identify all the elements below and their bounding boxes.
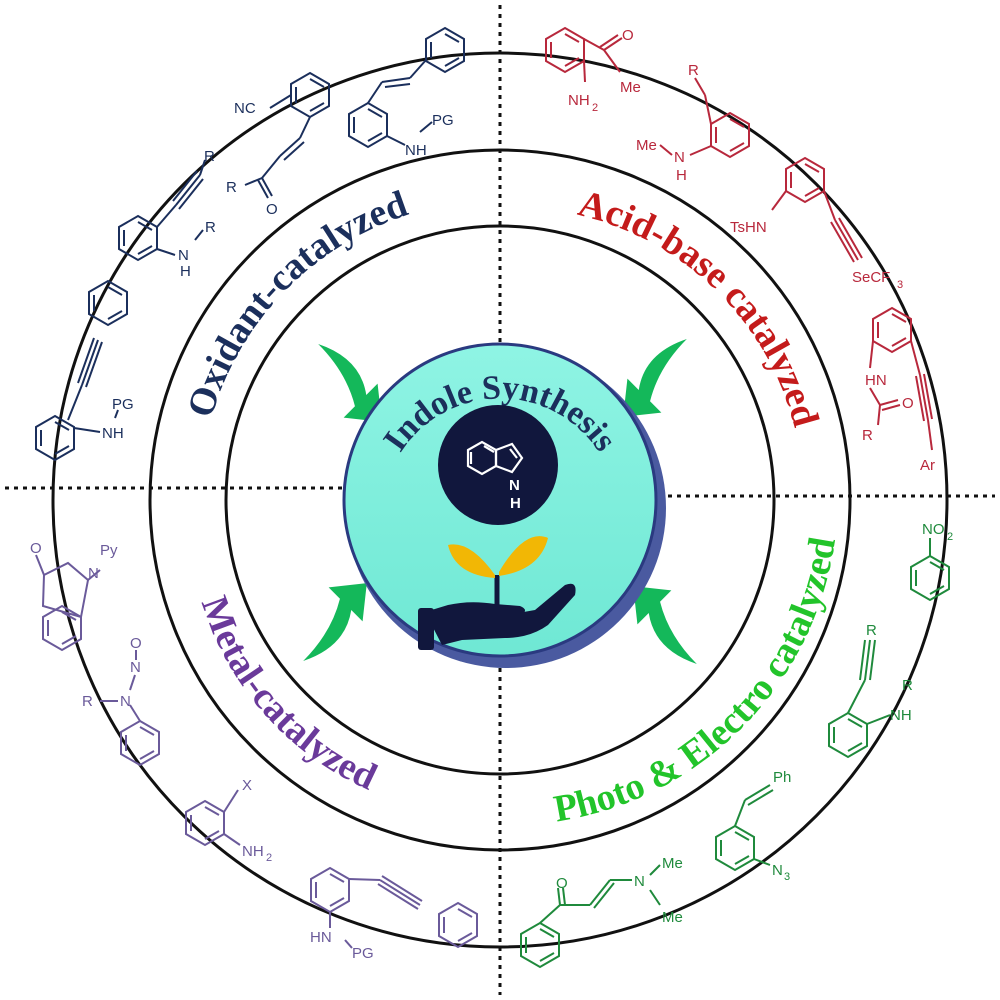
svg-text:N: N: [178, 247, 189, 264]
svg-text:O: O: [622, 27, 634, 44]
svg-text:X: X: [242, 777, 252, 794]
svg-text:2: 2: [947, 531, 953, 543]
svg-text:NO: NO: [922, 521, 945, 538]
photo-electro-structures: NO 2 R R NH Ph N 3: [520, 521, 953, 968]
metal-structures: O N Py O N R N X NH 2: [30, 540, 478, 962]
arrow-bottom-right: [633, 586, 697, 664]
molecule-metal-2: O N R N: [82, 635, 160, 766]
molecule-oxidant-2: PG NH: [348, 27, 465, 159]
svg-text:N: N: [772, 862, 783, 879]
svg-text:R: R: [204, 148, 215, 165]
indole-core-circle: [438, 405, 558, 525]
arrows: [303, 339, 697, 664]
arrow-top-left: [318, 344, 382, 422]
svg-text:NH: NH: [890, 707, 912, 724]
svg-text:PG: PG: [432, 112, 454, 129]
svg-text:NH: NH: [242, 843, 264, 860]
molecule-metal-3: X NH 2: [185, 777, 272, 864]
molecule-acid-3: TsHN SeCF 3: [730, 157, 903, 291]
svg-text:NH: NH: [568, 92, 590, 109]
svg-text:R: R: [82, 693, 93, 710]
svg-text:H: H: [676, 167, 687, 184]
svg-text:O: O: [130, 635, 142, 652]
svg-text:PG: PG: [112, 396, 134, 413]
svg-text:NH: NH: [405, 142, 427, 159]
molecule-photo-1: NO 2: [910, 521, 953, 601]
svg-text:TsHN: TsHN: [730, 219, 767, 236]
svg-text:Py: Py: [100, 542, 118, 559]
sprout-icon: [448, 536, 548, 605]
svg-text:Me: Me: [636, 137, 657, 154]
label-metal-catalyzed: Metal-catalyzed: [193, 591, 383, 799]
svg-text:Me: Me: [662, 855, 683, 872]
molecule-oxidant-1: NC R O: [226, 72, 330, 218]
arrow-top-right: [623, 339, 687, 417]
molecule-acid-4: HN O R Ar: [862, 307, 935, 474]
molecule-metal-1: O N Py: [30, 540, 118, 651]
indole-h-label: H: [510, 495, 521, 512]
svg-text:Ph: Ph: [773, 769, 791, 786]
svg-text:R: R: [902, 677, 913, 694]
molecule-photo-4: O N Me Me: [520, 855, 683, 968]
svg-text:Me: Me: [662, 909, 683, 926]
svg-text:O: O: [556, 875, 568, 892]
molecule-photo-3: Ph N 3: [715, 769, 791, 883]
svg-text:N: N: [674, 149, 685, 166]
hand-icon: [418, 583, 576, 650]
svg-text:2: 2: [592, 102, 598, 114]
svg-text:O: O: [30, 540, 42, 557]
indole-structure: [466, 440, 524, 476]
svg-text:H: H: [180, 263, 191, 280]
svg-text:N: N: [634, 873, 645, 890]
center-badge: Indole Synthesis N H: [342, 342, 666, 668]
svg-text:3: 3: [784, 871, 790, 883]
arrow-bottom-left: [303, 583, 367, 661]
svg-text:NC: NC: [234, 100, 256, 117]
indole-n-label: N: [509, 477, 520, 494]
svg-text:N: N: [120, 693, 131, 710]
svg-text:Ar: Ar: [920, 457, 935, 474]
svg-text:N: N: [130, 659, 141, 676]
molecule-oxidant-4: PG NH: [35, 280, 134, 461]
molecule-metal-4: HN PG: [310, 867, 478, 962]
acid-base-structures: O Me NH 2 R Me N H TsHN SeCF 3: [545, 27, 935, 474]
svg-text:R: R: [688, 62, 699, 79]
svg-text:Me: Me: [620, 79, 641, 96]
svg-text:SeCF: SeCF: [852, 269, 890, 286]
svg-text:R: R: [205, 219, 216, 236]
molecule-photo-2: R R NH: [828, 622, 913, 758]
svg-text:NH: NH: [102, 425, 124, 442]
svg-text:O: O: [266, 201, 278, 218]
svg-text:HN: HN: [865, 372, 887, 389]
svg-text:R: R: [226, 179, 237, 196]
molecule-oxidant-3: R R N H: [118, 148, 216, 280]
quadrant-dividers: [5, 5, 995, 995]
svg-text:N: N: [88, 565, 99, 582]
svg-text:O: O: [902, 395, 914, 412]
svg-text:2: 2: [266, 852, 272, 864]
svg-text:3: 3: [897, 279, 903, 291]
svg-text:HN: HN: [310, 929, 332, 946]
molecule-acid-1: O Me NH 2: [545, 27, 641, 114]
svg-text:PG: PG: [352, 945, 374, 962]
oxidant-structures: NC R O PG NH R R: [35, 27, 465, 461]
svg-text:R: R: [862, 427, 873, 444]
svg-text:R: R: [866, 622, 877, 639]
inner-ring: [224, 224, 776, 776]
molecule-acid-2: R Me N H: [636, 62, 750, 184]
